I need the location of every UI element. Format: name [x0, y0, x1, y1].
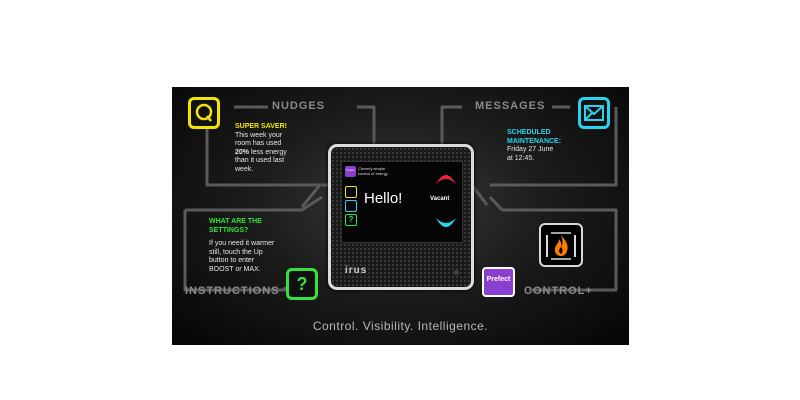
control-label: CONTROL+: [524, 285, 593, 297]
device-screen[interactable]: Prefect Cleverly simple control of energ…: [341, 161, 463, 243]
screen-tagline-1: Cleverly simple: [358, 166, 386, 171]
tagline: Control. Visibility. Intelligence.: [312, 319, 489, 333]
screen-nudge-icon[interactable]: [345, 186, 357, 198]
thermostat-device: Prefect Cleverly simple control of energ…: [328, 144, 474, 290]
nudges-label: NUDGES: [272, 100, 326, 112]
messages-label: MESSAGES: [475, 100, 546, 112]
nudges-line3: less energy: [249, 148, 287, 156]
screen-question-icon[interactable]: ?: [345, 214, 357, 226]
screen-message-icon[interactable]: [345, 200, 357, 212]
screen-tagline: Cleverly simple control of energy: [358, 166, 388, 176]
messages-heading2: MAINTENANCE:: [507, 137, 562, 145]
instructions-heading2: SETTINGS?: [209, 226, 249, 234]
device-brand: irus: [345, 265, 368, 276]
instructions-text: WHAT ARE THE SETTINGS? If you need it wa…: [209, 218, 319, 274]
device-sensor: [454, 270, 459, 275]
screen-logo-text: Prefect: [346, 169, 355, 172]
messages-line2: at 12:45.: [507, 154, 535, 162]
messages-heading1: SCHEDULED: [507, 129, 551, 136]
flame-icon[interactable]: [539, 223, 583, 267]
screen-tagline-2: control of energy: [358, 171, 388, 176]
prefect-logo-button[interactable]: Prefect: [482, 267, 515, 297]
instructions-line4: BOOST or MAX.: [209, 265, 261, 273]
nudges-percent: 20%: [235, 148, 250, 156]
prefect-logo-label: Prefect: [486, 276, 511, 283]
instructions-line2: still, touch the Up: [209, 248, 263, 256]
instructions-line3: button to enter: [209, 257, 255, 264]
down-arrow-icon[interactable]: [434, 216, 458, 234]
messages-line1: Friday 27 June: [507, 146, 554, 153]
device-face: Prefect Cleverly simple control of energ…: [331, 147, 471, 287]
instructions-heading1: WHAT ARE THE: [209, 218, 262, 225]
nudges-line4: than it used last: [235, 157, 285, 164]
messages-text: SCHEDULED MAINTENANCE: Friday 27 June at…: [507, 129, 607, 163]
question-icon[interactable]: ?: [286, 268, 318, 300]
nudges-icon[interactable]: [188, 97, 220, 129]
envelope-icon[interactable]: [578, 97, 610, 129]
screen-greeting: Hello!: [364, 190, 403, 207]
connector-lines: [183, 98, 618, 292]
instructions-line1: If you need it warmer: [209, 240, 275, 247]
nudges-text: SUPER SAVER! This week your room has use…: [235, 123, 335, 174]
screen-logo: Prefect: [345, 166, 356, 177]
nudges-line1: This week your: [235, 131, 283, 139]
up-arrow-icon[interactable]: [434, 168, 458, 186]
instructions-label: INSTRUCTIONS: [185, 285, 280, 297]
nudges-line5: week.: [235, 165, 254, 173]
nudges-line2: room has used: [235, 140, 282, 147]
nudges-heading: SUPER SAVER!: [235, 123, 287, 130]
screen-status: Vacant: [430, 196, 450, 202]
promo-canvas: NUDGES SUPER SAVER! This week your room …: [172, 87, 629, 345]
